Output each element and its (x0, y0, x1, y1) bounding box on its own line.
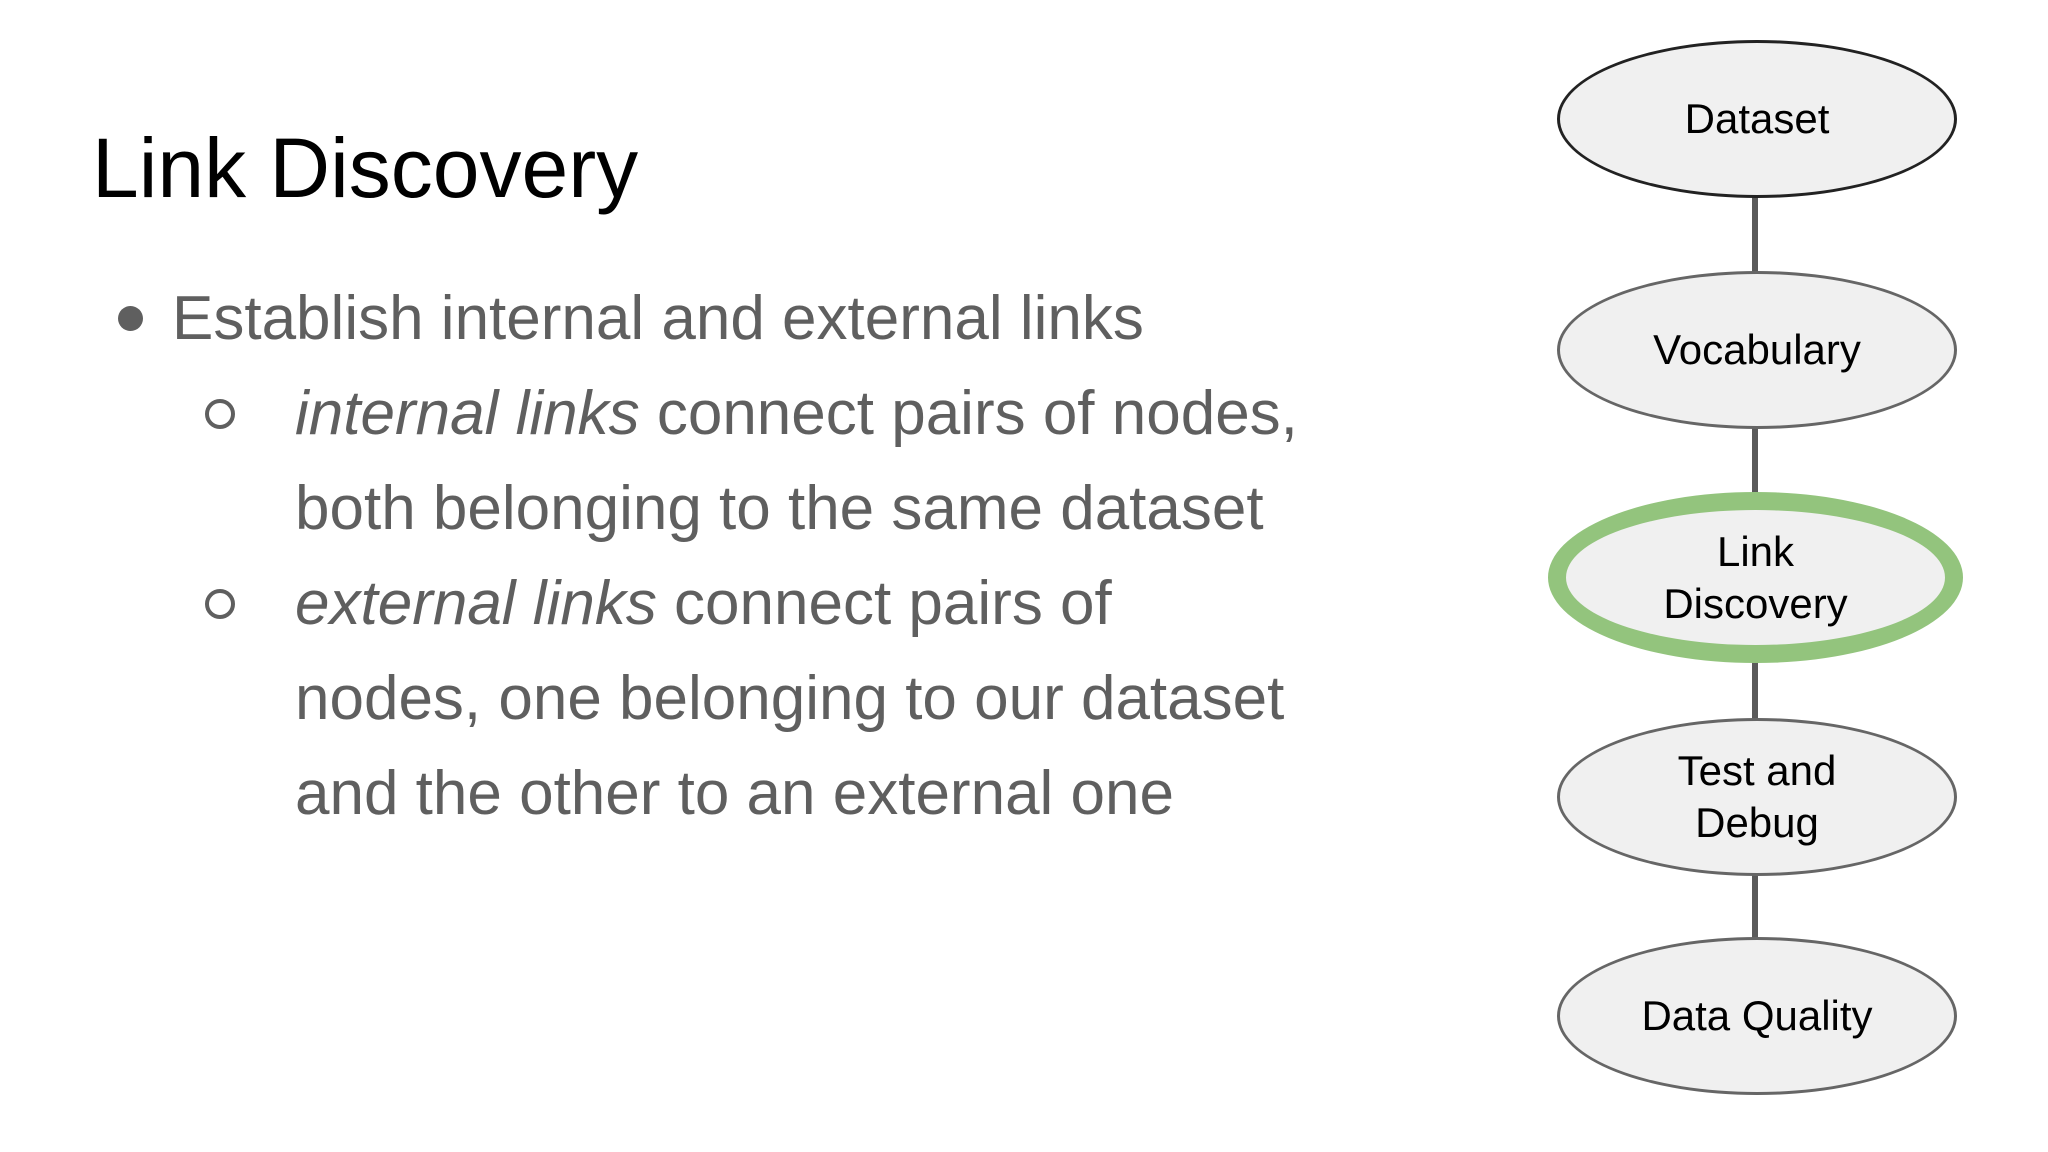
flow-node-data-quality: Data Quality (1557, 937, 1957, 1095)
flow-node-label: Link (1716, 527, 1795, 575)
flow-node-vocabulary: Vocabulary (1557, 271, 1957, 429)
open-bullet-icon (205, 399, 235, 429)
bullet-segment: connect pairs of nodes, (639, 379, 1298, 448)
bullet-text-line: Establish internal and external links (172, 271, 1480, 366)
bullet-text-line: internal links connect pairs of nodes, (295, 366, 1480, 461)
bullet-segment: and the other to an external one (295, 759, 1174, 828)
bullet-list: Establish internal and external links int… (0, 271, 1480, 841)
bullet-text-line: and the other to an external one (295, 746, 1480, 841)
flow-node-dataset: Dataset (1557, 40, 1957, 198)
bullet-item: Establish internal and external links (0, 271, 1480, 366)
flow-node-label: Data Quality (1641, 992, 1873, 1039)
bullet-segment: both belonging to the same dataset (295, 474, 1264, 543)
bullet-text: external links connect pairs of nodes, on… (295, 556, 1480, 841)
bullet-item: external links connect pairs of nodes, on… (0, 556, 1480, 841)
slide-title: Link Discovery (92, 121, 639, 215)
flow-node-label: Debug (1695, 799, 1819, 846)
bullet-segment: Establish internal and external links (172, 284, 1144, 353)
bullet-text: Establish internal and external links (172, 271, 1480, 366)
bullet-item: internal links connect pairs of nodes, bo… (0, 366, 1480, 556)
emphasized-term: external links (295, 569, 657, 638)
open-bullet-icon (205, 589, 235, 619)
flow-node-label: Discovery (1663, 579, 1848, 627)
flow-node-label: Dataset (1684, 95, 1830, 142)
bullet-text-line: both belonging to the same dataset (295, 461, 1480, 556)
bullet-text-line: external links connect pairs of (295, 556, 1480, 651)
bullet-segment: connect pairs of (656, 569, 1112, 638)
flow-node-label: Vocabulary (1653, 326, 1861, 373)
filled-bullet-icon (118, 306, 143, 331)
bullet-text-line: nodes, one belonging to our dataset (295, 651, 1480, 746)
flow-node-label: Test and (1677, 747, 1837, 794)
bullet-text: internal links connect pairs of nodes, bo… (295, 366, 1480, 556)
bullet-segment: nodes, one belonging to our dataset (295, 664, 1285, 733)
emphasized-term: internal links (295, 379, 640, 448)
